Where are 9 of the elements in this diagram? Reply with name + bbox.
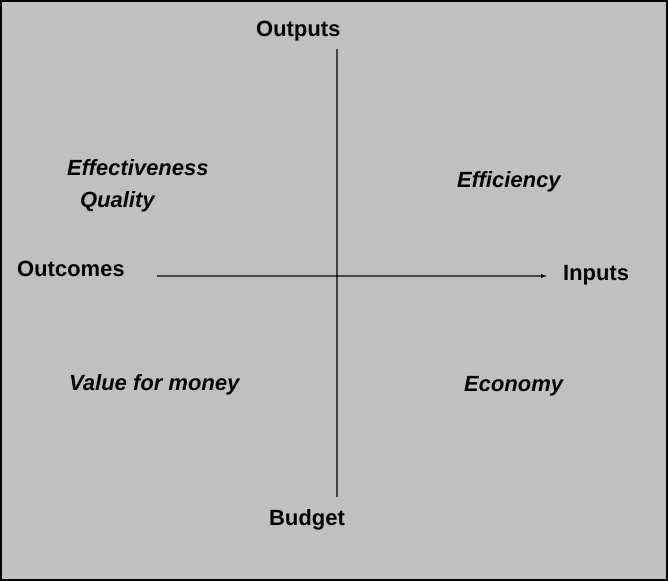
quadrant-label: Effectiveness <box>67 155 208 181</box>
quadrant-label: Economy <box>464 371 564 397</box>
quadrant-label: Value for money <box>69 370 240 396</box>
axis-label: Inputs <box>563 260 629 286</box>
axis-label: Budget <box>269 505 345 531</box>
axis-label: Outputs <box>256 16 340 42</box>
axis-label: Outcomes <box>17 256 125 282</box>
quadrant-label: Quality <box>80 187 155 213</box>
quadrant-label: Efficiency <box>457 167 561 193</box>
